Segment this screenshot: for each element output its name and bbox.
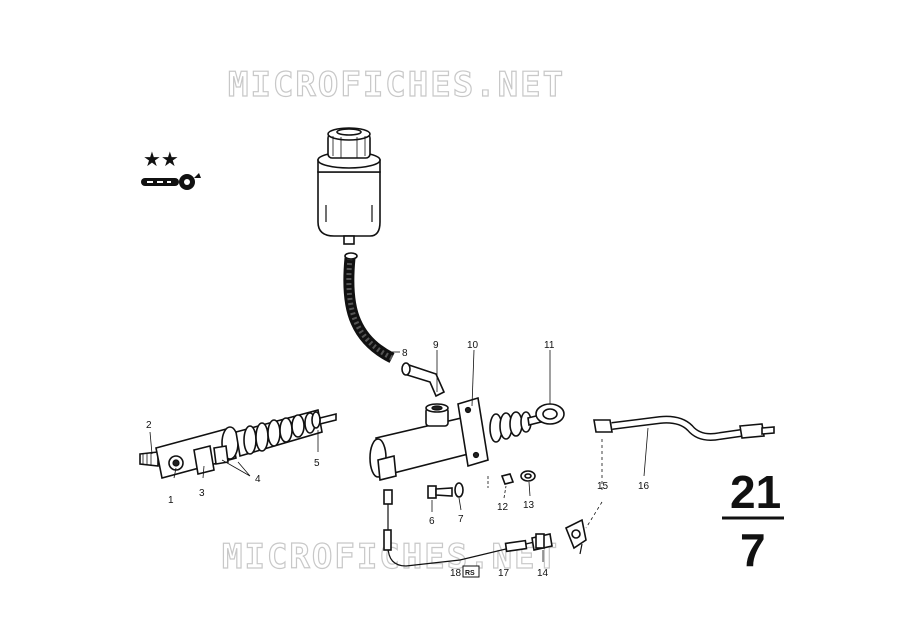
callout-10: 10 <box>467 340 479 351</box>
hose-part-16 <box>593 415 775 441</box>
boot-slave <box>243 412 316 455</box>
page-number: 21 7 <box>722 466 784 576</box>
callout-4: 4 <box>255 474 261 485</box>
callout-12: 12 <box>497 502 509 513</box>
hose-part-8 <box>343 252 395 363</box>
slave-cylinder <box>139 409 337 479</box>
pushrod-eye-part-11 <box>535 403 565 425</box>
callout-8: 8 <box>402 348 408 359</box>
callout-13: 13 <box>523 500 535 511</box>
rs-badge-label: RS <box>465 570 475 577</box>
washer-part-7 <box>454 482 464 498</box>
callout-18: 18 <box>450 568 462 579</box>
callout-15: 15 <box>597 481 609 492</box>
callout-11: 11 <box>544 340 555 351</box>
model-symbol: ★★ <box>141 147 201 190</box>
fluid-reservoir <box>317 127 381 245</box>
callout-17: 17 <box>498 568 510 579</box>
page-number-sub: 7 <box>740 524 766 576</box>
callout-9: 9 <box>433 340 439 351</box>
stars-icon: ★★ <box>143 147 179 171</box>
callout-5: 5 <box>314 458 320 469</box>
page-number-group: 21 <box>730 466 781 518</box>
bracket-part-15 <box>564 518 587 555</box>
callout-2: 2 <box>146 420 152 431</box>
bolt-part-6 <box>427 485 453 499</box>
rs-badge <box>462 565 480 578</box>
fitting-part-9 <box>401 362 446 398</box>
callout-14: 14 <box>537 568 549 579</box>
fluid-line-part-17 <box>383 489 543 567</box>
callout-7: 7 <box>458 514 464 525</box>
watermark-top: MICROFICHES.NET <box>228 65 565 105</box>
nut-part-12 <box>500 473 515 485</box>
callout-6: 6 <box>429 516 435 527</box>
fitting-part-14 <box>531 533 553 551</box>
nut-part-13 <box>520 470 536 482</box>
callout-3: 3 <box>199 488 205 499</box>
callout-1: 1 <box>168 495 174 506</box>
callout-16: 16 <box>638 481 650 492</box>
boot-master <box>489 411 532 443</box>
master-cylinder <box>369 396 550 482</box>
callout-labels: 1 2 3 4 5 6 7 8 9 10 11 12 13 14 15 16 1… <box>146 340 650 579</box>
leader-lines <box>149 349 649 562</box>
key-icon <box>141 173 201 190</box>
